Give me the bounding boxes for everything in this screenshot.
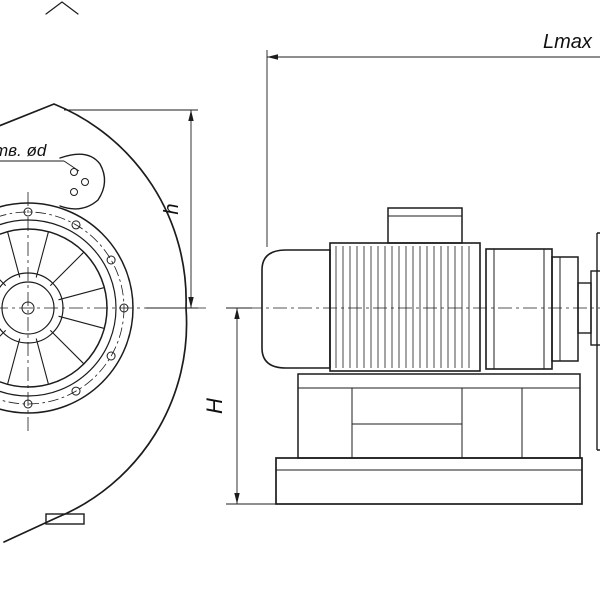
bearing-block [485, 248, 553, 370]
arrow-left [267, 54, 278, 60]
arrow-down [234, 493, 240, 504]
impeller-blade [7, 338, 21, 384]
impeller-blade [35, 232, 49, 278]
side-view [261, 207, 600, 505]
dim-label-height-overall: H [202, 398, 227, 414]
holes-note-leader [63, 160, 80, 172]
bracket-hole [70, 188, 78, 196]
support-frame [297, 373, 581, 459]
impeller-blade [58, 287, 104, 301]
dim-label-height-axis: h [161, 203, 183, 214]
dim-label-lmax: Lmax [543, 31, 593, 53]
bracket-hole [81, 178, 89, 186]
impeller-blade [50, 252, 84, 286]
impeller-blade [58, 315, 104, 329]
dimensions [0, 50, 600, 505]
dimension-arrows [188, 54, 278, 504]
impeller-blade [35, 338, 49, 384]
impeller-blades [0, 232, 104, 384]
bracket-hole [70, 168, 78, 176]
impeller-blade [50, 330, 84, 364]
arrow-up [234, 308, 240, 319]
flange-bolt-hole [71, 220, 81, 230]
flange-holes-note: тв. ød [0, 141, 47, 160]
mounting-bracket [59, 153, 106, 210]
flange-bolt-hole [106, 351, 116, 361]
coupling [551, 256, 579, 362]
arrow-down [188, 297, 194, 308]
motor-body [329, 242, 481, 372]
flange-bolt-hole [23, 207, 33, 217]
center-lines [0, 192, 600, 432]
impeller-blade [0, 279, 6, 286]
terminal-box [387, 207, 463, 244]
motor-fins [335, 246, 470, 368]
outlet-corner [45, 1, 79, 15]
flange-bolt-hole [71, 386, 81, 396]
impeller-blade [7, 232, 21, 278]
impeller-blade [0, 330, 6, 337]
fan-foot [45, 513, 85, 525]
arrow-up [188, 110, 194, 121]
motor-end-cap [261, 249, 331, 369]
bolt-holes [23, 207, 129, 409]
base-plate [275, 457, 583, 505]
flange-bolt-hole [106, 255, 116, 265]
